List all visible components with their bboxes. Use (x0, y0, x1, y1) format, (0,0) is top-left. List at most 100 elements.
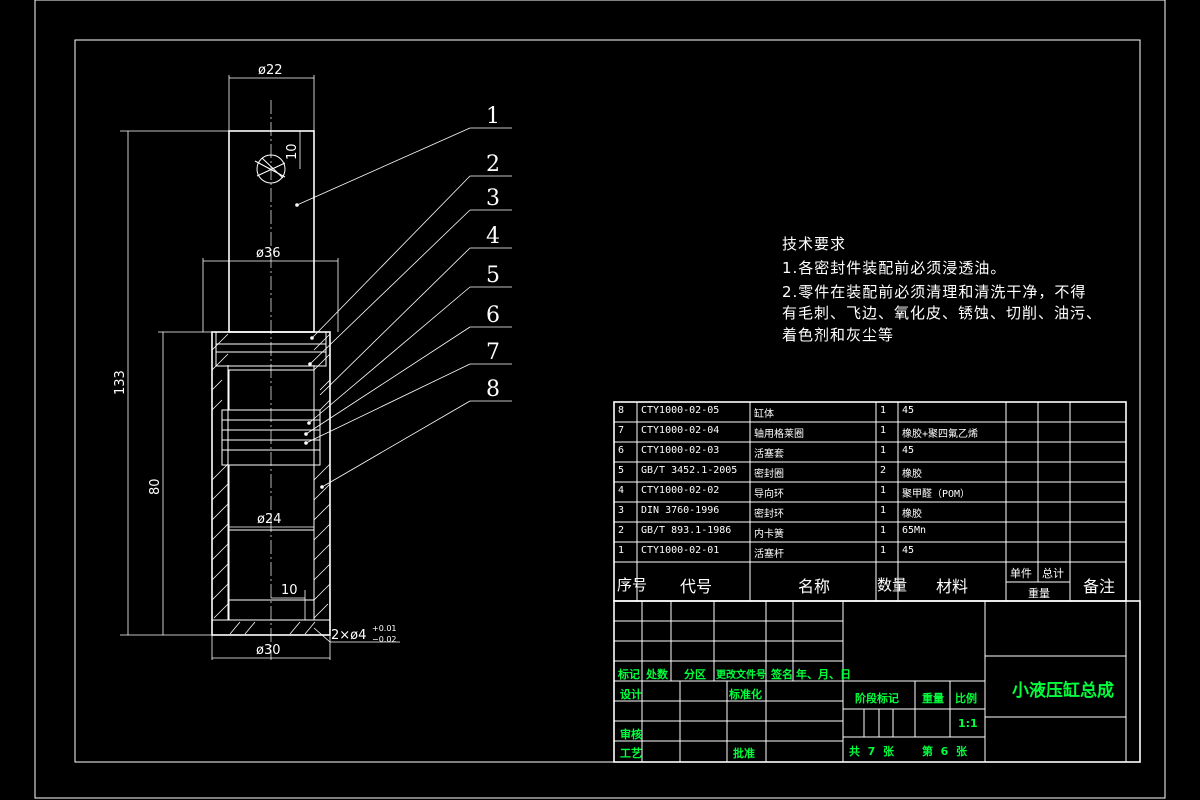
tech-req-line4: 着色剂和灰尘等 (782, 326, 894, 344)
bom-cell-code: CTY1000-02-04 (641, 425, 720, 436)
bom-cell-qty: 1 (880, 545, 887, 556)
bom-cell-no: 7 (618, 425, 625, 436)
bom-cell-code: GB/T 893.1-1986 (641, 525, 732, 536)
drawing-title: 小液压缸总成 (1012, 681, 1114, 701)
piston-rod (228, 130, 315, 333)
bom-cell-no: 8 (618, 405, 625, 416)
bom-header-remark: 备注 (1083, 577, 1116, 596)
tb-sheet-no: 第 6 张 (922, 745, 967, 758)
assembly-view: ø22 10 ø36 133 80 ø24 10 ø30 2×ø4 +0.01 (113, 63, 512, 660)
bom-cell-name: 活塞杆 (754, 549, 784, 560)
tb-scale-label: 比例 (955, 692, 977, 705)
bom-cell-code: CTY1000-02-01 (641, 545, 720, 556)
tb-date: 年、月、日 (796, 668, 851, 681)
bom-cell-qty: 2 (880, 465, 887, 476)
bom-cell-no: 3 (618, 505, 625, 516)
outer-frame (34, 0, 1166, 799)
balloon-6: 6 (486, 303, 500, 328)
bom-cell-code: GB/T 3452.1-2005 (641, 465, 738, 476)
balloon-1: 1 (486, 104, 500, 129)
tech-requirements: 技术要求 1.各密封件装配前必须浸透油。 2.零件在装配前必须清理和清洗干净，不… (782, 235, 1102, 344)
bom-cell-name: 缸体 (754, 409, 774, 420)
bom-cell-qty: 1 (880, 505, 887, 516)
tb-standard: 标准化 (729, 688, 762, 701)
dim-10-top: 10 (285, 143, 300, 160)
bom-header-unit: 单件 (1010, 567, 1032, 580)
bom-cell-name: 活塞套 (754, 449, 784, 460)
tech-req-line2: 2.零件在装配前必须清理和清洗干净，不得 (782, 283, 1086, 301)
hatch-left (211, 333, 229, 619)
bom-cell-code: CTY1000-02-05 (641, 405, 720, 416)
bom-header-no: 序号 (617, 576, 648, 594)
tech-req-line1: 1.各密封件装配前必须浸透油。 (782, 259, 1006, 277)
balloon-7: 7 (486, 340, 500, 365)
balloon-2: 2 (486, 152, 500, 177)
bom-cell-code: DIN 3760-1996 (641, 505, 720, 516)
bom-cell-material: 橡胶 (902, 469, 922, 480)
dim-d24: ø24 (257, 512, 282, 527)
bom-cell-material: 45 (902, 545, 915, 556)
dim-10-bottom: 10 (281, 583, 298, 598)
bom-cell-name: 内卡簧 (754, 529, 784, 540)
dim-133: 133 (113, 370, 128, 395)
dim-chamfer: 2×ø4 (331, 628, 366, 643)
bom-cell-qty: 1 (880, 485, 887, 496)
bom-header-material: 材料 (936, 577, 969, 596)
dim-d30: ø30 (256, 643, 281, 658)
tb-approve: 批准 (733, 747, 755, 760)
bom-cell-code: CTY1000-02-03 (641, 445, 720, 456)
tech-req-title: 技术要求 (782, 235, 846, 253)
bom-cell-name: 密封环 (754, 509, 784, 520)
dim-80: 80 (148, 478, 163, 495)
bom-header-code: 代号 (680, 577, 713, 596)
tb-count: 处数 (646, 668, 668, 681)
bom-cell-qty: 1 (880, 525, 887, 536)
bom-header-weight: 重量 (1028, 587, 1050, 600)
tb-doc: 更改文件号 (716, 670, 766, 681)
hatch-right (313, 333, 331, 619)
tb-zone: 分区 (684, 668, 706, 681)
bom-cell-no: 5 (618, 465, 625, 476)
tb-sheets-total: 共 7 张 (849, 745, 894, 758)
tb-stage: 阶段标记 (855, 692, 899, 705)
bom-cell-no: 2 (618, 525, 625, 536)
seal-ring-3 (215, 343, 327, 367)
tb-design: 设计 (620, 688, 642, 701)
bom-cell-name: 密封圈 (754, 469, 784, 480)
guide-ring (228, 369, 315, 411)
bom-cell-material: 橡胶+聚四氟乙烯 (902, 429, 979, 440)
tb-mark: 标记 (618, 668, 640, 681)
bom-cell-code: CTY1000-02-02 (641, 485, 720, 496)
balloon-5: 5 (486, 263, 500, 288)
tb-review: 审核 (620, 728, 642, 741)
bom-cell-qty: 1 (880, 405, 887, 416)
dim-d36: ø36 (256, 246, 281, 261)
bom-cell-material: 45 (902, 445, 915, 456)
leaders (295, 127, 512, 489)
bom-cell-no: 1 (618, 545, 625, 556)
bom-cell-qty: 1 (880, 425, 887, 436)
bom-table (613, 401, 1127, 602)
balloon-4: 4 (486, 224, 500, 249)
bom-header-name: 名称 (798, 577, 831, 596)
dim-d22: ø22 (258, 63, 283, 78)
bom-cell-no: 4 (618, 485, 625, 496)
balloon-3: 3 (486, 186, 500, 211)
bom-cell-name: 轴用格莱圈 (754, 429, 804, 440)
bom-cell-material: 45 (902, 405, 915, 416)
dim-tol-upper: +0.01 (372, 624, 397, 633)
bom-cell-material: 65Mn (902, 525, 927, 536)
title-block (613, 600, 1141, 763)
tb-weight: 重量 (922, 692, 944, 705)
bom-cell-material: 橡胶 (902, 509, 922, 520)
tb-scale: 1:1 (958, 717, 978, 730)
cross-hole (256, 154, 286, 184)
dim-tol-lower: −0.02 (372, 635, 397, 644)
bom-cell-name: 导向环 (754, 489, 784, 500)
bom-header-total: 总计 (1042, 567, 1064, 580)
tech-req-line3: 有毛刺、飞边、氧化皮、锈蚀、切削、油污、 (782, 304, 1102, 322)
bom-cell-qty: 1 (880, 445, 887, 456)
bom-cell-material: 聚甲醛（POM） (902, 489, 971, 500)
hatch-bottom (229, 621, 316, 635)
